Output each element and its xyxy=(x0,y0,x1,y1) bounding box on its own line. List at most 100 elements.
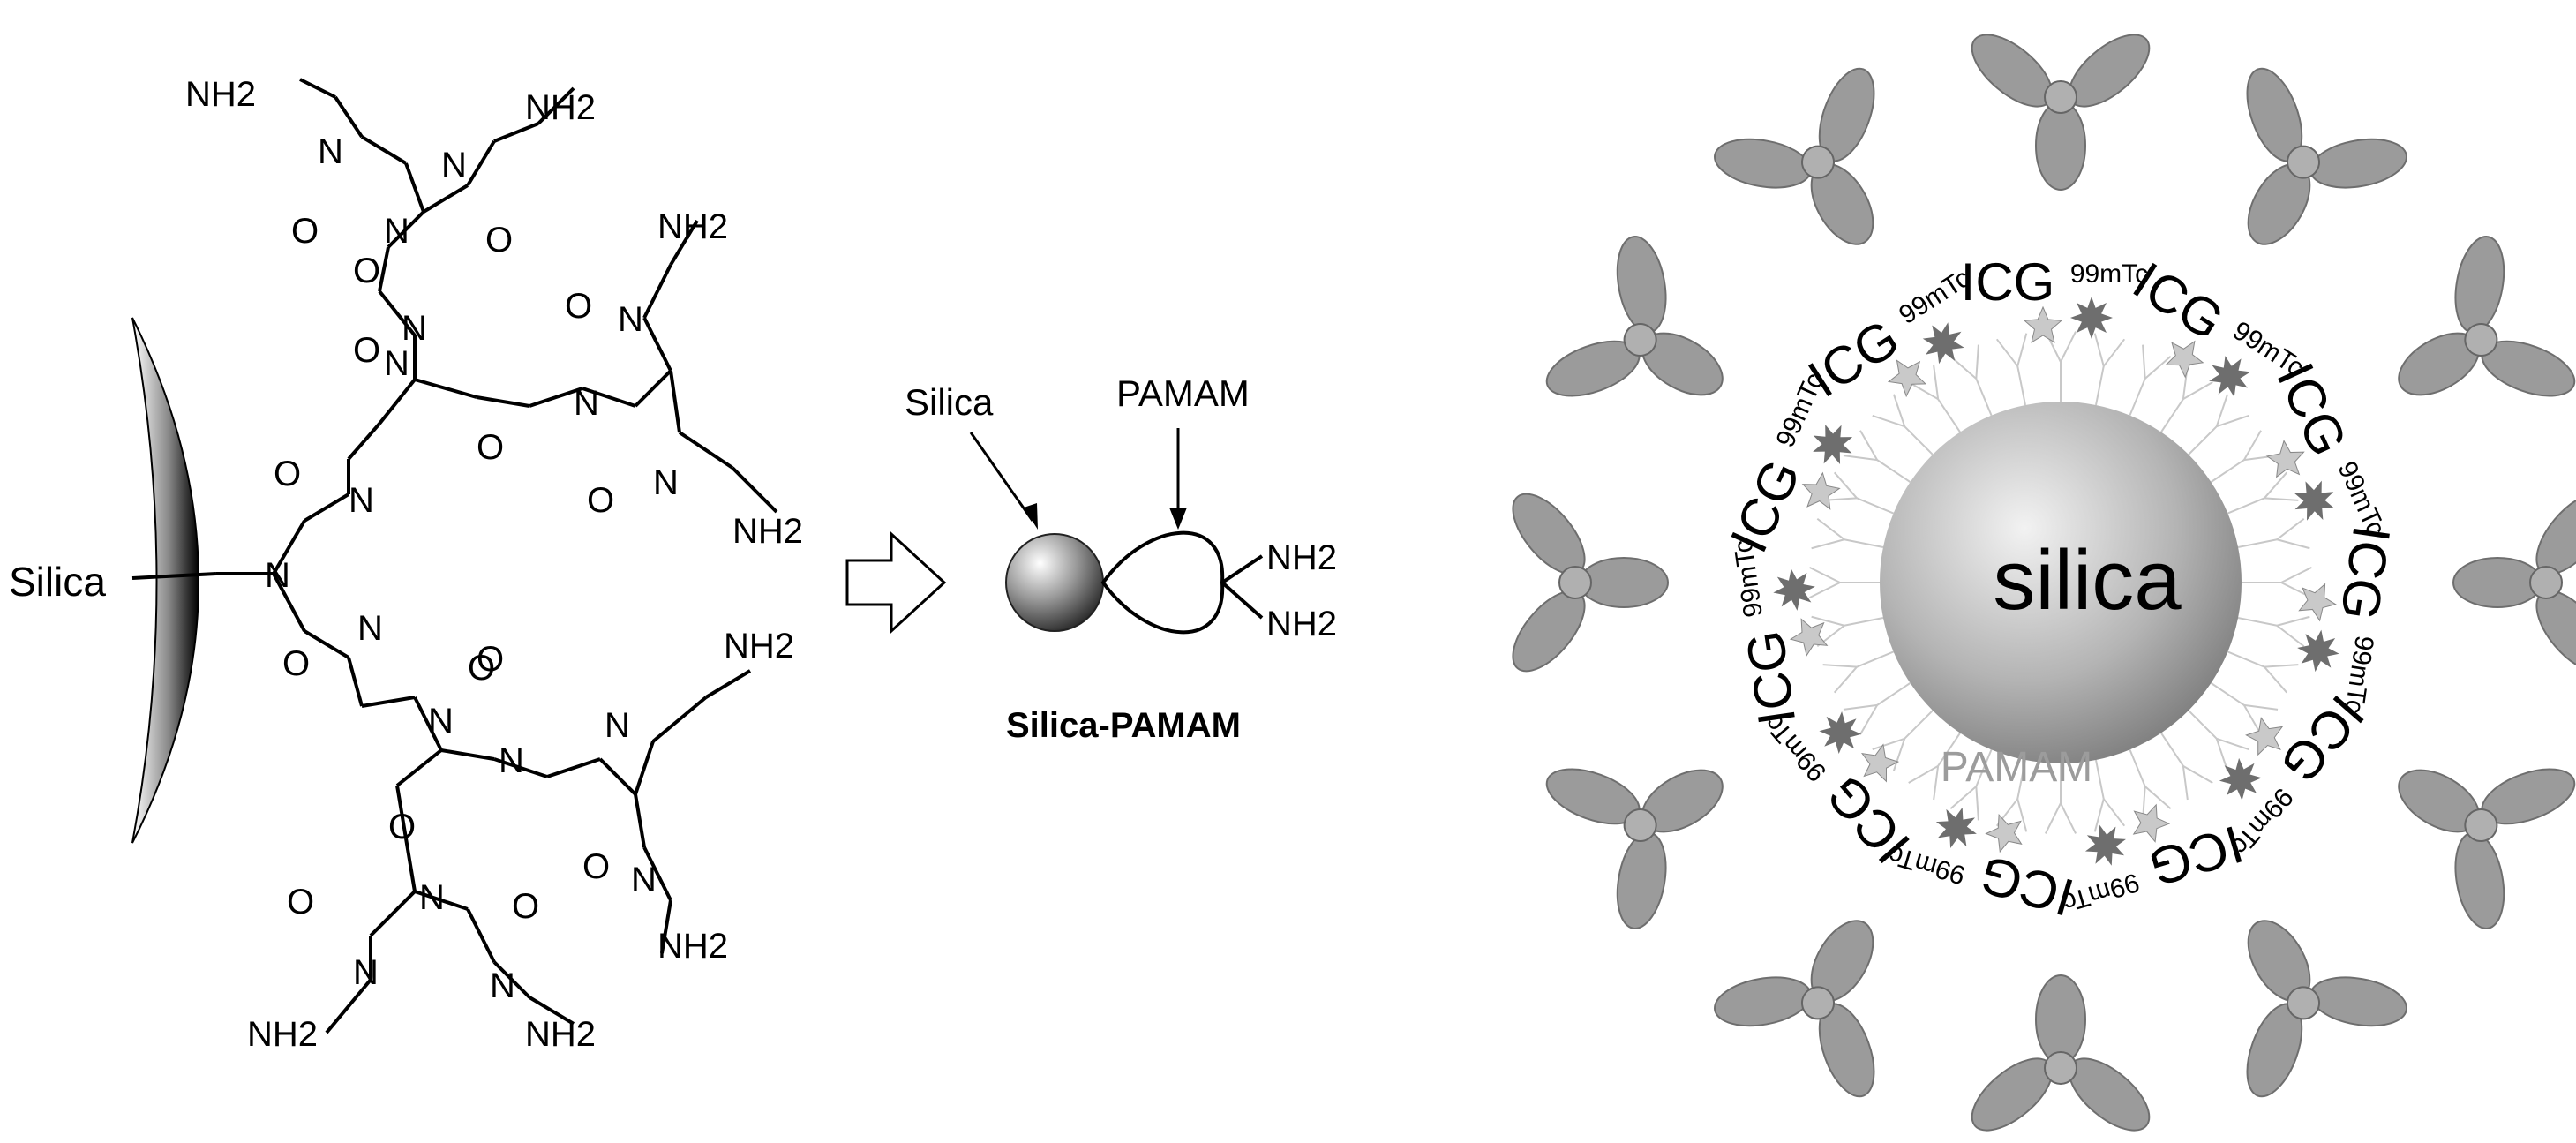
dendron-branch xyxy=(1822,664,1858,668)
dendron-branch xyxy=(1949,355,1977,380)
dendron-branch xyxy=(2188,710,2218,740)
dendron-branch xyxy=(1908,765,1939,784)
dendron-branch xyxy=(1892,738,1906,771)
antibody-hinge xyxy=(1801,145,1835,179)
bond xyxy=(634,741,655,795)
dendron-branch xyxy=(1975,749,1993,787)
bond xyxy=(466,139,496,187)
atom-label-amine: NH2 xyxy=(724,627,794,665)
atom-label-nitrogen: N xyxy=(353,953,379,992)
dendron-branch xyxy=(2160,398,2184,433)
antibody-domain xyxy=(2309,976,2407,1027)
atom-label-nitrogen: N xyxy=(419,878,445,917)
antibody-hinge xyxy=(2287,986,2320,1020)
dendron-branch xyxy=(2016,333,2028,367)
bond xyxy=(347,422,381,461)
bond xyxy=(378,290,417,337)
antibody-hinge xyxy=(1623,808,1657,842)
atom-label-nitrogen: N xyxy=(605,706,630,745)
dendron-branch xyxy=(2276,615,2310,627)
bond xyxy=(651,696,708,743)
star-dark-marker xyxy=(2084,824,2126,866)
bond xyxy=(476,395,530,408)
atom-label-nitrogen: N xyxy=(499,741,524,780)
atom-label-nitrogen: N xyxy=(631,861,657,899)
bond xyxy=(414,378,477,399)
dendron-branch xyxy=(1937,732,1961,767)
bond xyxy=(642,264,672,319)
dendron-branch xyxy=(2216,414,2249,428)
bond xyxy=(529,387,583,408)
bond xyxy=(493,757,548,778)
antibody-hinge xyxy=(2464,808,2498,842)
dendron-branch xyxy=(1876,682,1911,706)
dendron-branch xyxy=(2102,798,2126,827)
amine-label-bottom: NH2 xyxy=(1266,605,1337,643)
bond xyxy=(378,246,390,292)
antibody-hinge xyxy=(1558,566,1592,599)
atom-label-oxygen: O xyxy=(287,883,314,921)
dendron-branch xyxy=(1811,538,1845,550)
star-light-marker xyxy=(2132,803,2171,843)
atom-label-nitrogen: N xyxy=(357,609,383,648)
dendron-branch xyxy=(2227,497,2265,515)
star-light-marker xyxy=(1887,359,1927,398)
dendron-branch xyxy=(1843,703,1878,711)
atom-label-amine: NH2 xyxy=(657,207,728,246)
star-dark-marker xyxy=(2294,480,2334,521)
antibody-hinge xyxy=(2464,323,2498,357)
dendron-branch xyxy=(2060,802,2077,834)
antibody-hinge xyxy=(2287,145,2320,179)
dendron-branch xyxy=(2280,567,2312,583)
atom-label-oxygen: O xyxy=(353,331,380,370)
star-light-marker xyxy=(1789,618,1829,658)
dendron-branch xyxy=(2243,704,2262,735)
dendron-branch xyxy=(1872,414,1905,428)
dendron-branch xyxy=(1856,650,1894,668)
antibody xyxy=(1714,920,1875,1098)
bond xyxy=(404,162,425,213)
dendron-branch xyxy=(1844,617,1884,627)
star-light-marker xyxy=(2023,305,2063,343)
antibody-domain xyxy=(2309,138,2407,189)
dendron-branch xyxy=(2215,394,2229,427)
antibody-hinge xyxy=(1801,986,1835,1020)
dendron-branch xyxy=(1833,471,1858,499)
dendron-branch xyxy=(1892,394,1906,427)
dendron-branch xyxy=(1933,765,1940,801)
bond xyxy=(422,184,469,214)
atom-label-nitrogen: N xyxy=(384,344,409,383)
antibody-ring xyxy=(1512,34,2576,1132)
antibody-domain xyxy=(1714,138,1812,189)
atom-label-nitrogen: N xyxy=(574,384,599,423)
dendron-branch xyxy=(2182,381,2213,400)
star-dark-marker xyxy=(1922,322,1964,365)
dendron-branch xyxy=(2129,378,2146,416)
antibody-hinge xyxy=(2044,80,2077,114)
star-dark-marker xyxy=(2209,356,2251,398)
dendron-branch xyxy=(2093,333,2105,367)
antibody-domain xyxy=(2035,974,2086,1064)
dendron-branch xyxy=(2095,759,2105,800)
antibody xyxy=(2398,768,2576,929)
bond xyxy=(634,369,672,408)
atom-label-oxygen: O xyxy=(274,455,301,493)
dendron-branch xyxy=(1843,455,1878,462)
dendron-branch xyxy=(2160,732,2184,767)
star-dark-marker xyxy=(1813,424,1853,465)
dendron-branch xyxy=(2144,786,2172,810)
silica-pointer-head xyxy=(1024,503,1038,530)
atom-label-nitrogen: N xyxy=(318,132,343,171)
atom-label-amine: NH2 xyxy=(525,1015,596,1054)
star-light-marker xyxy=(2265,440,2305,478)
dendron-branch xyxy=(1876,459,1911,483)
dendron-branch xyxy=(2227,650,2265,668)
amine-bond-bottom xyxy=(1220,581,1264,620)
